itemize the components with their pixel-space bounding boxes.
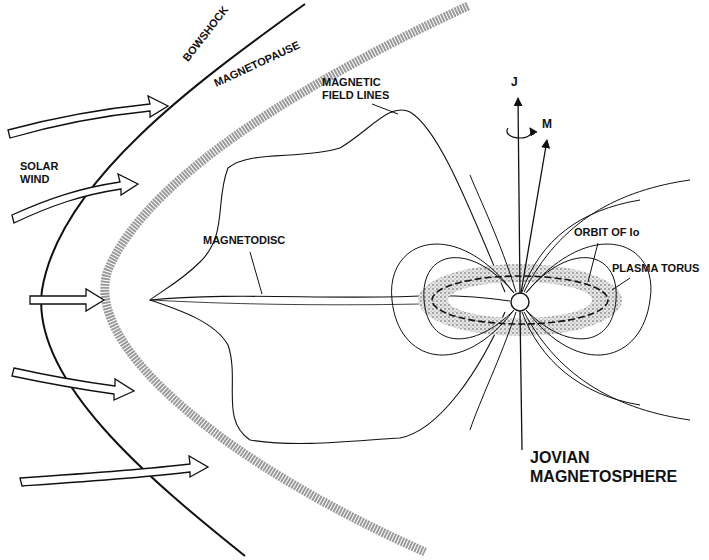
magnetodisc-sheet [152, 300, 420, 305]
io-orbit-label: ORBIT OF Io [574, 226, 664, 239]
magnetic-moment-axis [521, 140, 547, 293]
solar-wind-label: SOLAR WIND [20, 160, 68, 185]
dipole-field-lines [392, 175, 690, 430]
leader-lines [250, 104, 630, 294]
axis-letter: J [511, 76, 525, 90]
plasma-torus-label: PLASMA TORUS [612, 262, 702, 275]
magnetopause-label: MAGNETOPAUSE [212, 39, 302, 90]
bowshock-label: BOWSHOCK [180, 4, 231, 64]
diagram-title: JOVIAN MAGNETOSPHERE [530, 448, 680, 486]
rotation-axis [520, 311, 522, 450]
solar-wind-arrows [8, 96, 208, 486]
rotation-arrow [507, 128, 531, 138]
magnetodisc-label: MAGNETODISC [203, 234, 303, 247]
magnetodisc-sheet [150, 296, 510, 301]
field-lines-label: MAGNETIC FIELD LINES [322, 76, 404, 101]
axis-letter: M [542, 118, 558, 132]
jupiter-planet [511, 293, 529, 311]
rotation-axis [518, 98, 520, 293]
